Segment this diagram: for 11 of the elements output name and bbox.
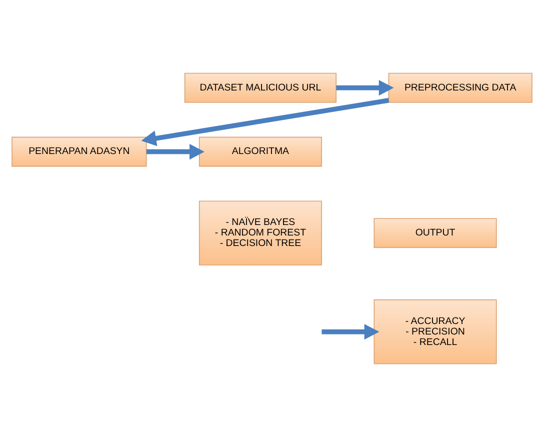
arrow: [322, 323, 380, 340]
node-box: - ACCURACY - PRECISION - RECALL: [374, 298, 497, 364]
arrow: [146, 143, 204, 160]
node-box: ALGORITMA: [198, 136, 322, 166]
node-box: PREPROCESSING DATA: [388, 72, 532, 102]
arrow: [141, 97, 390, 146]
node-box: - NAÏVE BAYES - RANDOM FOREST - DECISION TREE: [198, 200, 322, 265]
node-box: PENERAPAN ADASYN: [12, 136, 147, 166]
arrow: [336, 79, 394, 96]
node-box: DATASET MALICIOUS URL: [184, 72, 337, 102]
node-box: OUTPUT: [374, 218, 497, 248]
